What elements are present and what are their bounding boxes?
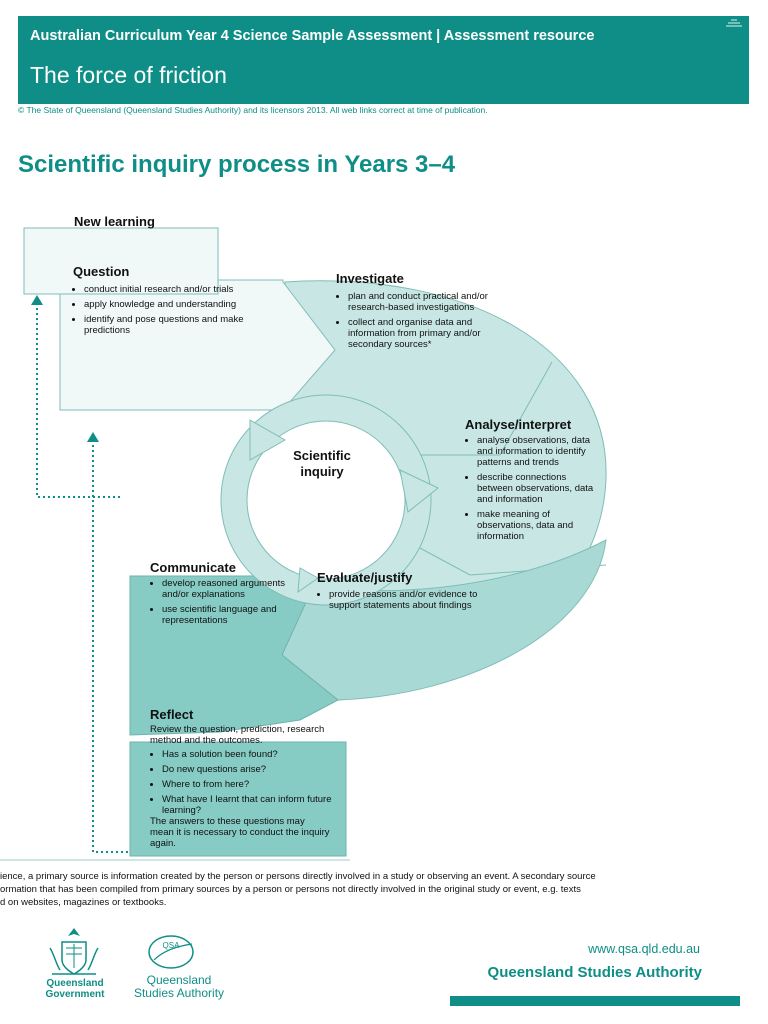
feedback-arrow-inner — [36, 305, 120, 498]
reflect-intro: Review the question, prediction, researc… — [150, 724, 325, 746]
qsa-logo-icon: QSA — [148, 935, 194, 969]
list-item: use scientific language and representati… — [162, 604, 297, 626]
reflect-list: Has a solution been found? Do new questi… — [150, 749, 347, 820]
reflect-label: Reflect — [150, 707, 194, 722]
header-banner: Australian Curriculum Year 4 Science Sam… — [18, 16, 749, 104]
cycle-ring-outline-inner — [246, 420, 406, 580]
list-item: analyse observations, data and informati… — [477, 435, 599, 468]
footnote-line-2: ormation that has been compiled from pri… — [0, 884, 581, 895]
list-item: conduct initial research and/or trials — [84, 284, 289, 295]
list-item: Has a solution been found? — [162, 749, 347, 760]
cycle-arrow-right — [399, 469, 439, 513]
evaluate-label: Evaluate/justify — [317, 570, 413, 585]
communicate-list: develop reasoned arguments and/or explan… — [150, 578, 297, 630]
footnote: ience, a primary source is information c… — [0, 870, 720, 909]
cycle-arrow-top — [249, 419, 287, 461]
list-item: plan and conduct practical and/or resear… — [348, 291, 498, 313]
center-label-line2: inquiry — [300, 464, 344, 479]
logo-left-line1: Queensland — [46, 978, 104, 989]
evaluate-band — [281, 539, 607, 701]
qsa-logo-mark: QSA — [163, 941, 181, 950]
reflect-outro: The answers to these questions may mean … — [150, 816, 330, 849]
header-title: The force of friction — [30, 62, 227, 88]
list-item: identify and pose questions and make pre… — [84, 314, 289, 336]
footnote-line-3: d on websites, magazines or textbooks. — [0, 897, 167, 908]
list-item: Do new questions arise? — [162, 764, 347, 775]
question-label: Question — [73, 264, 130, 279]
center-label-line1: Scientific — [293, 448, 351, 463]
new-learning-box — [23, 227, 219, 295]
cycle-arrow-bottom — [297, 567, 319, 594]
queensland-crest-icon — [49, 928, 99, 975]
logo-left-line2: Government — [45, 989, 105, 1000]
list-item: make meaning of observations, data and i… — [477, 509, 599, 542]
list-item: Where to from here? — [162, 779, 347, 790]
footer-website-link[interactable]: www.qsa.qld.edu.au — [588, 942, 700, 956]
footnote-line-1: ience, a primary source is information c… — [0, 871, 596, 882]
logo-right-line1: Queensland — [146, 973, 212, 987]
feedback-arrow-inner-head — [31, 295, 43, 305]
qsa-mark-icon — [726, 19, 742, 27]
list-item: collect and organise data and informatio… — [348, 317, 498, 350]
communicate-label: Communicate — [150, 560, 236, 575]
question-panel — [59, 279, 336, 411]
question-list: conduct initial research and/or trials a… — [72, 284, 289, 340]
analyse-list: analyse observations, data and informati… — [465, 435, 599, 546]
header-subtitle: Australian Curriculum Year 4 Science Sam… — [30, 28, 595, 44]
reflect-panel — [129, 741, 347, 857]
logo-right-line2: Studies Authority — [133, 986, 225, 1000]
center-label: Scientific inquiry — [272, 448, 372, 480]
investigate-list: plan and conduct practical and/or resear… — [336, 291, 498, 354]
feedback-arrow-outer — [92, 442, 128, 853]
list-item: describe connections between observation… — [477, 472, 599, 505]
new-learning-label: New learning — [74, 214, 155, 229]
copyright-notice: © The State of Queensland (Queensland St… — [18, 105, 488, 115]
evaluate-list: provide reasons and/or evidence to suppo… — [317, 589, 499, 615]
queensland-government-logo-text: Queensland Government — [40, 978, 110, 1000]
footer-accent-bar — [450, 996, 740, 1006]
qsa-logo-text: Queensland Studies Authority — [124, 974, 234, 1000]
list-item: provide reasons and/or evidence to suppo… — [329, 589, 499, 611]
list-item: What have I learnt that can inform futur… — [162, 794, 347, 816]
page-title: Scientific inquiry process in Years 3–4 — [18, 151, 456, 178]
list-item: develop reasoned arguments and/or explan… — [162, 578, 297, 600]
inquiry-diagram — [0, 227, 607, 861]
list-item: apply knowledge and understanding — [84, 299, 289, 310]
cycle-ring-outline-outer — [220, 394, 432, 606]
footer-organisation-name: Queensland Studies Authority — [487, 964, 702, 981]
feedback-arrow-outer-head — [87, 432, 99, 442]
analyse-label: Analyse/interpret — [465, 417, 572, 432]
investigate-divider — [415, 361, 553, 456]
investigate-label: Investigate — [336, 271, 404, 286]
